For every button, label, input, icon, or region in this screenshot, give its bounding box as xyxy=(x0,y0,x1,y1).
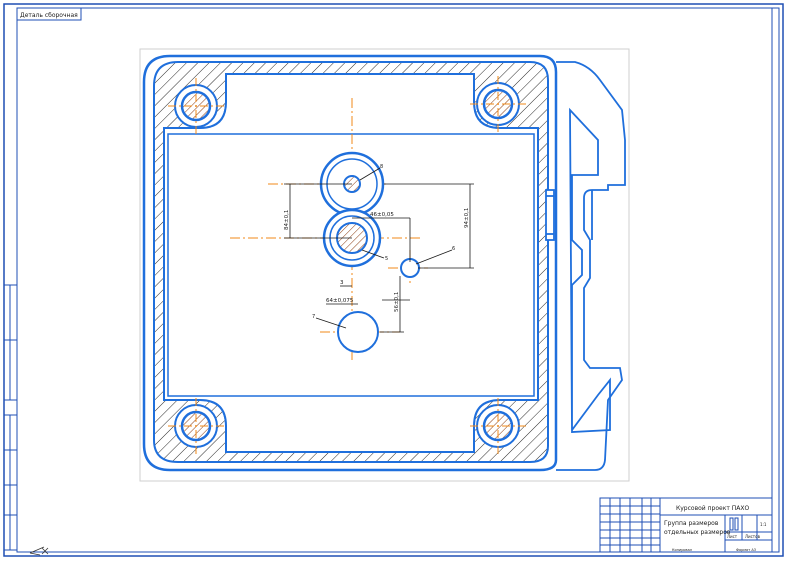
scale-value: 1:1 xyxy=(760,522,767,527)
bolt-bottom-right xyxy=(470,398,526,454)
dim-64: 64±0,075 xyxy=(326,298,354,304)
leader-lines xyxy=(315,167,453,329)
title-line-2: отдельных размеров xyxy=(664,529,731,536)
bottom-bore xyxy=(337,311,379,353)
sheets-label: Листов xyxy=(745,534,761,539)
leader-label-1: 8 xyxy=(380,164,383,170)
stamp-label: Деталь сборочная xyxy=(20,12,78,19)
format-label: Формат A3 xyxy=(736,548,756,552)
dim-3: 3 xyxy=(340,280,344,286)
doc-code: Курсовой проект ПАХО xyxy=(676,505,749,512)
copied-label: Копировал xyxy=(672,548,692,552)
view-area xyxy=(139,48,630,482)
left-margin-stamps xyxy=(3,284,18,551)
bolt-top-left xyxy=(168,78,224,134)
dim-46: 46±0,05 xyxy=(370,212,394,218)
leader-label-3: 6 xyxy=(452,246,455,252)
sheet-label: Лист xyxy=(727,534,738,539)
dim-94: 94±0,1 xyxy=(464,208,470,228)
axis-marker-icon xyxy=(29,546,49,556)
inner-frame xyxy=(16,7,780,553)
title-line-1: Группа размеров xyxy=(664,520,719,527)
outer-frame xyxy=(3,3,784,557)
leader-label-4: 7 xyxy=(312,314,315,320)
corner-stamp: Деталь сборочная xyxy=(16,7,82,21)
dimension-lines xyxy=(284,183,474,333)
bolt-bottom-left xyxy=(168,398,224,454)
leader-label-2: 5 xyxy=(385,256,388,262)
dim-84: 84±0,1 xyxy=(284,210,290,230)
side-flange xyxy=(545,61,626,471)
bolt-top-right xyxy=(470,76,526,132)
title-block xyxy=(599,497,773,553)
dim-56: 56±0,1 xyxy=(394,292,400,312)
